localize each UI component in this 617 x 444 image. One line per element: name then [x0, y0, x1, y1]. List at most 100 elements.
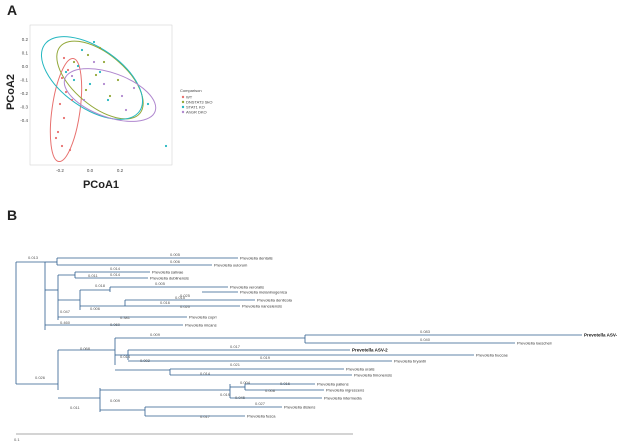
- sample-point: [60, 76, 64, 80]
- branch-length-label: 0.060: [110, 322, 121, 327]
- leaf-label: Prevotella bryantii: [394, 359, 426, 364]
- sample-point: [92, 60, 96, 64]
- sample-point: [54, 136, 58, 140]
- sample-point: [94, 73, 98, 77]
- sample-point: [102, 82, 106, 86]
- sample-point: [76, 64, 80, 68]
- sample-point: [124, 108, 128, 112]
- sample-point: [120, 94, 124, 98]
- branch-length-label: 0.011: [88, 273, 98, 278]
- legend-label-dnstat3: DNSTAT3 SkO: [186, 99, 213, 104]
- leaf-label: Prevotella buccae: [476, 353, 509, 358]
- leaf-label: Prevotella dentalis: [240, 256, 273, 261]
- branch-length-label: 0.014: [200, 371, 211, 376]
- legend-swatch-wt: [181, 95, 185, 99]
- legend-swatch-stat1: [181, 105, 185, 109]
- leaf-label: Prevotella ASV-1: [584, 333, 617, 338]
- branch-length-label: 0.040: [420, 337, 431, 342]
- legend-title: Comparison: [180, 88, 202, 93]
- sample-point: [70, 98, 74, 102]
- branch-length-label: 0.006: [170, 259, 181, 264]
- sample-point: [58, 102, 62, 106]
- branch-length-label: 0.025: [180, 293, 191, 298]
- group-ellipse: [63, 68, 157, 122]
- branch-length-label: 0.011: [70, 405, 80, 410]
- legend-item-dnstat3: DNSTAT3 SkO: [181, 99, 213, 104]
- sample-point: [132, 86, 136, 90]
- sample-point: [98, 46, 102, 50]
- branch-length-label: 0.009: [110, 398, 121, 403]
- branch-length-label: 0.017: [200, 414, 211, 419]
- sample-point: [72, 78, 76, 82]
- branch-length-label: 0.019: [260, 355, 271, 360]
- leaf-label: Prevotella oulorum: [214, 263, 248, 268]
- legend-swatch-dnstat3: [181, 100, 185, 104]
- pcoa-points: [54, 40, 168, 152]
- pcoa-x-ticks: -0.2 0.0 0.2: [56, 168, 124, 173]
- legend-item-wt: WT: [181, 94, 193, 99]
- branch-length-label: 0.083: [420, 329, 431, 334]
- y-tick-label: -0.1: [20, 78, 28, 83]
- pcoa-ellipses: [40, 36, 157, 163]
- branch-length-label: 0.017: [230, 344, 241, 349]
- y-tick-label: -0.2: [20, 91, 28, 96]
- tree-scale-label: 0.1: [14, 437, 20, 442]
- sample-point: [84, 88, 88, 92]
- y-tick-label: -0.4: [20, 118, 28, 123]
- leaf-label: Prevotella nigrescens: [326, 388, 364, 393]
- branch-length-label: 0.020: [180, 304, 191, 309]
- x-tick-label: -0.2: [56, 168, 64, 173]
- branch-length-label: 0.016: [280, 381, 291, 386]
- legend-item-stat1: STAT1 KO: [181, 104, 205, 109]
- pcoa-y-ticks: 0.20.10.0-0.1-0.2-0.3-0.4: [20, 37, 28, 123]
- branch-length-label: 0.002: [140, 358, 151, 363]
- pcoa-legend: Comparison WT DNSTAT3 SkO STAT1 KO AhGR …: [180, 88, 213, 114]
- group-ellipse: [56, 40, 144, 120]
- leaf-label: Prevotella copri: [189, 315, 217, 320]
- branch-length-label: 0.014: [110, 266, 121, 271]
- sample-point: [82, 98, 86, 102]
- legend-swatch-ahgr: [181, 110, 185, 114]
- sample-point: [60, 144, 64, 148]
- sample-point: [62, 116, 66, 120]
- leaf-label: Prevotella dublinensis: [150, 276, 189, 281]
- group-ellipse: [40, 36, 144, 120]
- panel-a-letter: A: [7, 2, 18, 18]
- sample-point: [80, 48, 84, 52]
- x-tick-label: 0.2: [117, 168, 124, 173]
- branch-length-label: 0.016: [160, 300, 171, 305]
- sample-point: [164, 144, 168, 148]
- x-tick-label: 0.0: [87, 168, 94, 173]
- branch-length-label: 0.014: [120, 354, 131, 359]
- sample-point: [68, 148, 72, 152]
- tree-branches: [15, 257, 582, 417]
- sample-point: [146, 102, 150, 106]
- leaf-label: Prevotella oralis: [346, 367, 374, 372]
- leaf-label: Prevotella nanceiensis: [242, 304, 282, 309]
- sample-point: [86, 53, 90, 57]
- sample-point: [72, 60, 76, 64]
- branch-length-label: 0.047: [60, 309, 71, 314]
- sample-point: [56, 130, 60, 134]
- branch-length-label: 0.381: [120, 315, 131, 320]
- sample-point: [106, 98, 110, 102]
- leaf-label: Prevotella ASV-2: [352, 348, 388, 353]
- branch-length-label: 0.009: [150, 332, 161, 337]
- y-tick-label: 0.0: [22, 64, 29, 69]
- legend-label-wt: WT: [186, 94, 193, 99]
- sample-point: [64, 90, 68, 94]
- sample-point: [64, 70, 68, 74]
- leaf-label: Prevotella micans: [185, 323, 217, 328]
- leaf-label: Prevotella pallens: [317, 382, 349, 387]
- sample-point: [102, 60, 106, 64]
- sample-point: [62, 56, 66, 60]
- branch-length-label: 0.068: [80, 346, 91, 351]
- legend-item-ahgr: AhGR DKO: [181, 109, 207, 114]
- branch-length-label: 0.015: [175, 295, 186, 300]
- leaf-label: Prevotella veroralis: [230, 285, 264, 290]
